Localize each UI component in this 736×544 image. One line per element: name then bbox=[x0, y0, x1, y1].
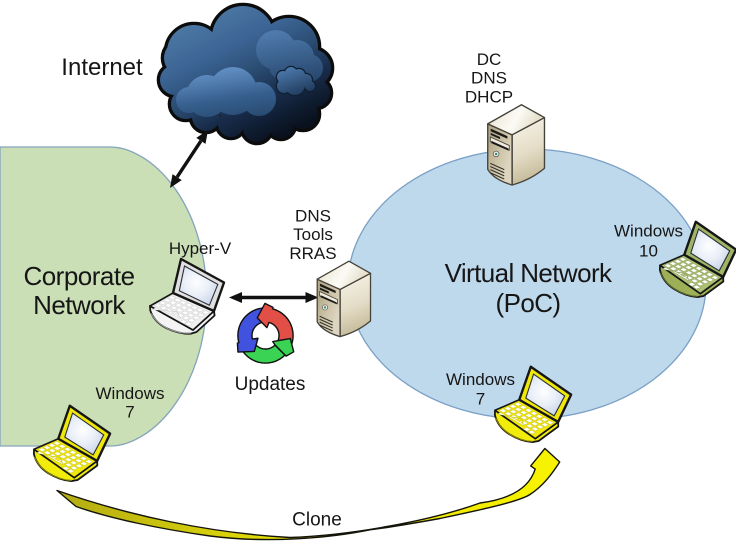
svg-text:Network: Network bbox=[33, 290, 126, 320]
svg-text:10: 10 bbox=[639, 241, 658, 260]
svg-text:Virtual Network: Virtual Network bbox=[445, 258, 613, 288]
svg-text:DNS: DNS bbox=[471, 69, 507, 88]
svg-text:(PoC): (PoC) bbox=[496, 288, 561, 318]
svg-text:7: 7 bbox=[476, 389, 485, 408]
svg-text:Hyper-V: Hyper-V bbox=[169, 239, 232, 258]
svg-text:DC: DC bbox=[477, 50, 502, 69]
svg-text:RRAS: RRAS bbox=[289, 244, 336, 263]
svg-text:Corporate: Corporate bbox=[23, 261, 134, 291]
svg-text:7: 7 bbox=[125, 403, 134, 422]
svg-text:DHCP: DHCP bbox=[465, 87, 513, 106]
svg-text:Clone: Clone bbox=[292, 509, 342, 530]
svg-text:Internet: Internet bbox=[61, 54, 143, 81]
svg-text:Updates: Updates bbox=[235, 374, 306, 395]
svg-text:Windows: Windows bbox=[614, 221, 683, 240]
svg-text:Windows: Windows bbox=[446, 370, 515, 389]
svg-text:Tools: Tools bbox=[293, 225, 333, 244]
svg-text:DNS: DNS bbox=[295, 207, 331, 226]
svg-text:Windows: Windows bbox=[96, 384, 165, 403]
